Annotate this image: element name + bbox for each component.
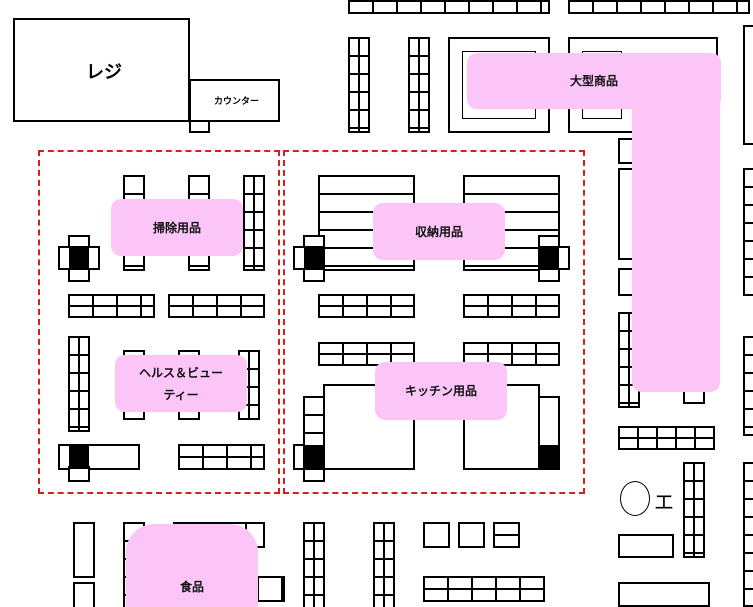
counter-area: [189, 79, 280, 122]
pillar-3: [304, 246, 324, 270]
shelf-divider: [418, 37, 420, 133]
shelf-edge-4: [743, 462, 753, 607]
category-storage: 収納用品: [373, 203, 505, 260]
pillar-4: [539, 246, 559, 270]
shelf-edge-1: [743, 25, 753, 145]
shelf-divider: [358, 37, 360, 133]
elevator-label: エ: [654, 490, 674, 514]
shelf-divider: [178, 456, 265, 458]
table-b2: [458, 522, 485, 548]
pillar-2: [69, 445, 89, 469]
shelf-divider: [693, 462, 695, 558]
category-food: 食品: [126, 524, 258, 607]
shelf-divider: [463, 353, 560, 355]
category-health-beauty: ヘルス＆ビュー ティー: [115, 355, 247, 412]
shelf-top-2: [568, 0, 750, 14]
category-kitchen-text: キッチン用品: [404, 384, 477, 398]
category-food-text: 食品: [179, 580, 204, 594]
shelf-top-1: [348, 0, 550, 14]
shelf-divider: [463, 305, 560, 307]
category-cleaning-text: 掃除用品: [152, 220, 201, 235]
shelf-b1: [73, 522, 95, 578]
pillar-5: [304, 445, 324, 469]
shelf-divider: [318, 353, 415, 355]
shelf-divider: [628, 312, 630, 408]
shelf-divider: [383, 522, 385, 607]
counter-step: [189, 120, 210, 133]
shelf-edge-3: [743, 336, 753, 436]
large-goods-highlight-vertical: [632, 92, 720, 392]
shelf-edge-2: [743, 168, 753, 296]
category-large-goods: 大型商品: [467, 53, 721, 109]
shelf-divider: [253, 175, 255, 271]
elevator-circle: [620, 481, 650, 516]
category-storage-text: 収納用品: [414, 224, 463, 239]
pillar-6: [539, 445, 559, 469]
register-area: [13, 18, 190, 122]
pillar-1: [69, 246, 89, 270]
shelf-b2: [73, 582, 95, 607]
shelf-divider: [493, 534, 520, 536]
shelf-divider: [78, 336, 80, 432]
shelf-divider: [313, 522, 315, 607]
register-label: レジ: [86, 62, 122, 83]
counter-label: カウンター: [214, 97, 260, 107]
category-large-goods-text: 大型商品: [569, 74, 618, 88]
zone-right: [283, 150, 585, 494]
shelf-elevator-low: [618, 534, 674, 558]
shelf-divider: [423, 588, 545, 590]
category-cleaning: 掃除用品: [111, 199, 243, 256]
shelf-k3: [303, 396, 325, 482]
shelf-divider: [168, 305, 265, 307]
table-b1: [423, 522, 450, 548]
category-health-beauty-text-2: ティー: [163, 387, 199, 402]
category-health-beauty-text-1: ヘルス＆ビュー: [138, 365, 223, 380]
category-kitchen: キッチン用品: [375, 362, 507, 420]
shelf-k4: [293, 444, 305, 470]
zone-left: [38, 150, 280, 494]
shelf-elevator-bottom: [618, 582, 710, 607]
shelf-divider: [248, 350, 250, 420]
shelf-divider: [318, 305, 415, 307]
shelf-divider: [618, 437, 715, 439]
shelf-divider: [68, 305, 155, 307]
